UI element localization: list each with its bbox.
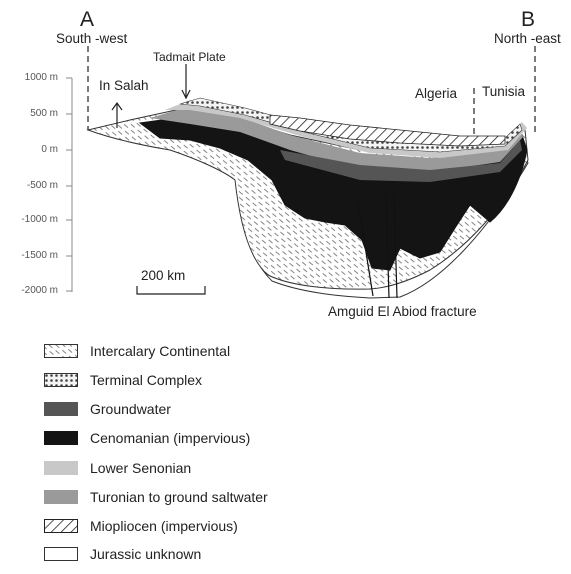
legend-label: Groundwater [90,401,171,417]
section-end-a-direction: South -west [56,31,128,46]
axis-tick-minus-1500: -1500 m [21,250,58,261]
terminal-complex-swatch [44,373,78,387]
legend-item-cenomanian: Cenomanian (impervious) [44,428,250,448]
axis-tick-minus-2000: -2000 m [21,285,58,296]
axis-tick-minus-500: -500 m [26,180,58,191]
groundwater-layer [280,140,522,182]
legend-item-terminal-complex: Terminal Complex [44,370,202,390]
legend-label: Intercalary Continental [90,343,231,359]
axis-tick-0: 0 m [41,144,58,155]
place-in-salah: In Salah [99,78,149,93]
legend-label: Lower Senonian [90,460,192,476]
in-salah-arrow [111,101,123,128]
axis-tick-500: 500 m [30,108,58,119]
lower-senonian-swatch [44,461,78,475]
legend-label: Terminal Complex [90,372,203,388]
legend-label: Turonian to ground saltwater [90,489,268,505]
intercalary-continental-swatch [44,344,78,358]
legend-item-miopliocen: Miopliocen (impervious) [44,516,238,536]
place-algeria: Algeria [415,86,458,101]
groundwater-swatch [44,402,78,416]
legend-label: Miopliocen (impervious) [90,518,238,534]
legend-item-turonian: Turonian to ground saltwater [44,487,268,507]
axis-tick-1000: 1000 m [24,72,58,83]
turonian-swatch [44,490,78,504]
legend-label: Cenomanian (impervious) [90,430,251,446]
section-end-a-letter: A [80,8,95,31]
fracture-label: Amguid El Abiod fracture [328,304,477,319]
cenomanian-swatch [44,431,78,445]
amguid-fracture [356,194,398,299]
miopliocen-swatch [44,519,78,533]
section-end-b-letter: B [521,8,536,31]
place-tunisia: Tunisia [482,84,526,99]
scale-bar-label: 200 km [141,268,186,283]
legend-label: Jurassic unknown [90,546,202,562]
legend-item-jurassic: Jurassic unknown [44,544,201,564]
geological-cross-section [66,46,536,299]
section-end-b-direction: North -east [494,31,561,46]
axis-tick-minus-1000: -1000 m [21,214,58,225]
legend-item-lower-senonian: Lower Senonian [44,458,191,478]
place-tadmait: Tadmait Plate [153,50,226,64]
legend-item-groundwater: Groundwater [44,399,171,419]
scale-bar [136,286,206,295]
jurassic-swatch [44,547,78,561]
tadmait-arrow [181,64,191,100]
turonian-layer [150,106,523,172]
legend-item-intercalary-continental: Intercalary Continental [44,341,230,361]
elevation-axis [66,77,73,292]
miopliocen-layer [269,114,506,147]
